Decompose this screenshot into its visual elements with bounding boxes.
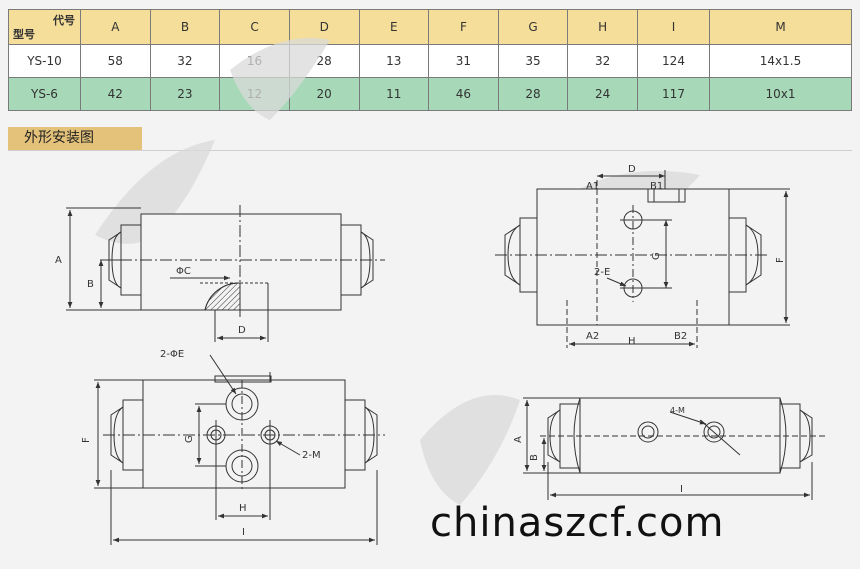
- dim-label-D: D: [628, 164, 636, 175]
- value-cell: 31: [428, 44, 499, 78]
- corner-label-code: 代号: [53, 14, 75, 27]
- dim-label-D: D: [238, 325, 246, 336]
- value-cell: 35: [497, 44, 569, 78]
- value-cell: 46: [428, 77, 499, 111]
- model-cell: YS-10: [8, 44, 81, 78]
- dim-label-H: H: [239, 503, 247, 514]
- dim-label-H: H: [628, 336, 636, 347]
- side-view-1: [66, 205, 385, 342]
- section-divider: [8, 150, 852, 151]
- corner-label-model: 型号: [13, 28, 35, 41]
- column-header: I: [637, 9, 710, 45]
- value-cell: 10x1: [709, 77, 852, 111]
- value-cell: 23: [149, 77, 221, 111]
- value-cell: 11: [358, 77, 430, 111]
- site-watermark: chinaszcf.com: [430, 500, 725, 546]
- dim-label-B1: B1: [650, 181, 663, 192]
- dim-label-B: B: [529, 454, 540, 461]
- dim-label-2M: 2-M: [302, 450, 321, 461]
- model-cell: YS-6: [8, 77, 81, 111]
- section-title: 外形安装图: [8, 127, 142, 150]
- dim-label-I: I: [680, 484, 683, 495]
- dim-label-A1: A1: [586, 181, 599, 192]
- value-cell: 14x1.5: [709, 44, 852, 78]
- value-cell: 117: [637, 77, 710, 111]
- dim-label-A: A: [55, 255, 62, 266]
- dim-label-B2: B2: [674, 331, 687, 342]
- dim-label-2phiE: 2-ΦE: [160, 349, 184, 360]
- column-header: C: [219, 9, 290, 45]
- value-cell: 32: [149, 44, 221, 78]
- value-cell: 58: [80, 44, 151, 78]
- dim-label-B: B: [87, 279, 94, 290]
- dim-label-A2: A2: [586, 331, 599, 342]
- value-cell: 28: [497, 77, 569, 111]
- dim-label-G: G: [651, 252, 662, 260]
- dim-label-4M: 4-M: [670, 406, 685, 415]
- dim-label-G: G: [184, 435, 195, 443]
- dim-label-F: F: [775, 257, 786, 263]
- dim-label-F: F: [81, 437, 92, 443]
- value-cell: 124: [637, 44, 710, 78]
- dim-label-I: I: [242, 527, 245, 538]
- iso-view-4: [523, 397, 825, 500]
- value-cell: 24: [567, 77, 638, 111]
- top-view-3: [94, 354, 385, 545]
- value-cell: 42: [80, 77, 151, 111]
- table-corner-cell: 代号 型号: [8, 9, 81, 45]
- value-cell: 13: [358, 44, 430, 78]
- column-header: E: [358, 9, 430, 45]
- value-cell: 20: [288, 77, 360, 111]
- dim-label-2E: 2-E: [594, 267, 610, 278]
- column-header: F: [428, 9, 499, 45]
- dim-label-A: A: [513, 436, 524, 443]
- dim-label-phiC: ΦC: [176, 266, 191, 277]
- column-header: A: [80, 9, 151, 45]
- side-view-2: [495, 170, 790, 348]
